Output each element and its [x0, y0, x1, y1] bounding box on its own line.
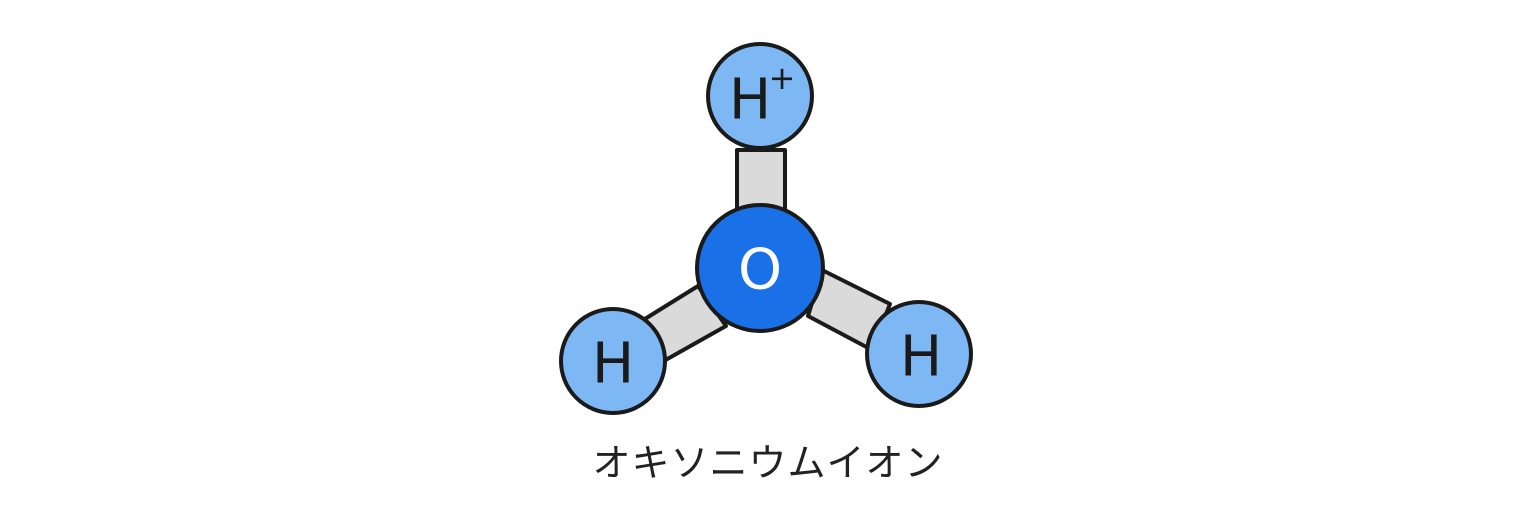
hydrogen-atom-left: H [559, 307, 667, 415]
molecule-caption: オキソニウムイオン [592, 441, 944, 485]
bond-top [735, 148, 787, 214]
oxygen-atom: O [695, 203, 825, 333]
charge-label: + [769, 59, 796, 97]
hydrogen-right-label: H [900, 325, 942, 390]
oxygen-label: O [738, 238, 782, 303]
hydrogen-left-label: H [592, 332, 634, 397]
hydrogen-atom-top: H + [706, 42, 814, 150]
hydrogen-top-label: H [729, 68, 771, 133]
hydrogen-atom-right: H [865, 300, 973, 408]
